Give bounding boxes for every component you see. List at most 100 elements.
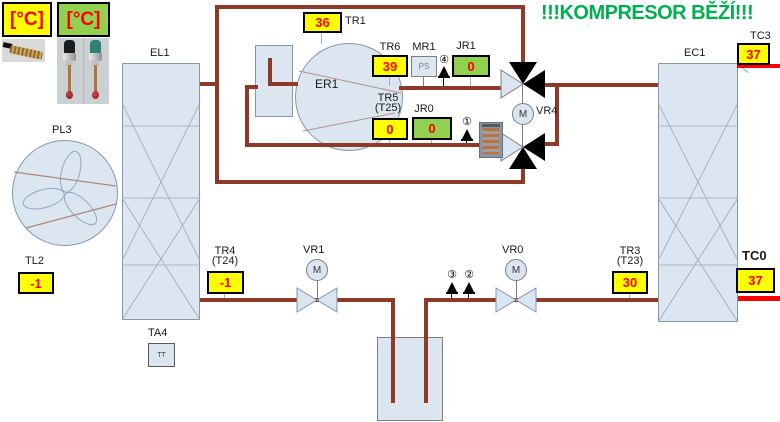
tc0-display: 37 [736,268,775,293]
mr1-label: MR1 [412,41,436,53]
tl2-display: -1 [18,272,54,294]
er1-scroll-lines [298,70,402,132]
hot-line-tc0 [738,296,780,301]
tr4-label-tag: TR4 [214,245,236,257]
vr0-label: VR0 [502,244,524,256]
vr0-motor[interactable]: M [505,259,527,281]
tr3-label: TR3 (T23) [610,245,650,267]
ec1-label: EC1 [684,47,706,59]
check-valve-3-stem [451,294,452,298]
el1-pattern [121,102,201,321]
check-valve-4-number: ④ [439,54,449,66]
check-valve-4-stem [443,78,444,86]
check-valve-4-base [438,76,450,78]
ec1-pattern [657,102,739,323]
pipe-tank-right-drop [424,298,428,403]
tr1-lead [321,33,322,44]
mr1-pressure-switch: PS [411,56,437,77]
jr0-lead [431,140,432,144]
tr5-label: TR5 (T25) [368,93,408,114]
pipe-vr4-bypass-stub [540,142,559,146]
mr1-lead [423,77,424,86]
er1-label: ER1 [315,77,339,91]
vr1-valve-icon[interactable] [296,287,338,313]
pl3-label: PL3 [52,124,72,136]
sensor-photo-immersion-probes [57,38,109,104]
pipe-left-riser [215,5,219,184]
jr1-label: JR1 [456,40,476,52]
tc3-label: TC3 [750,30,771,42]
check-valve-2-number: ② [464,269,474,281]
check-valve-3-base [446,292,458,294]
condenser-ec1-block [658,63,738,322]
evaporator-el1-block [122,63,200,320]
check-valve-2-base [463,292,475,294]
sensor-photo-brass-probe [2,39,45,62]
tr4-label-sub: (T24) [211,255,239,267]
tl2-label: TL2 [25,255,44,267]
tr5-lead [389,140,390,144]
legend-green-unit: [°C] [57,2,110,37]
tr1-display: 36 [303,12,342,33]
pipe-separator-to-er1 [268,82,298,86]
filter-device-photo [479,122,503,158]
check-valve-3-icon [447,282,457,292]
tc3-display: 37 [737,43,770,65]
check-valve-3-number: ③ [447,269,457,281]
jr1-display: 0 [452,55,490,77]
tr4-display: -1 [207,271,244,294]
jr1-lead [470,77,471,86]
water-tank [377,337,443,421]
separator-vessel [255,45,293,117]
tr5-display: 0 [372,118,408,140]
tc0-label: TC0 [742,248,767,263]
tr6-display: 39 [372,55,408,77]
pipe-dip-tube [268,58,272,86]
check-valve-1-number: ① [462,116,472,128]
fan-pl3 [12,140,118,246]
check-valve-2-stem [468,294,469,298]
tr6-lead [389,77,390,86]
tr3-display: 30 [612,271,648,294]
tr4-lead [224,294,225,299]
vr4-motor[interactable]: M [512,103,534,125]
ta4-sensor-box: TT [148,343,175,367]
pipe-valve-top-drop [521,5,525,64]
hot-line-tc3 [737,64,780,68]
pipe-separator-inlet [245,85,258,89]
check-valve-2-icon [464,282,474,292]
legend-yellow-unit: [°C] [2,2,52,37]
vr1-label: VR1 [303,244,325,256]
vr4-top-three-way-valve-icon[interactable] [500,62,545,102]
vr1-motor[interactable]: M [306,259,328,281]
pipe-vr4-bypass-riser [555,83,559,146]
check-valve-4-icon [439,66,449,76]
vr4-label: VR4 [536,105,558,117]
tr3-lead [629,294,630,299]
vr4-bottom-three-way-valve-icon[interactable] [500,129,545,169]
tr3-label-sub: (T23) [616,255,644,267]
check-valve-1-stem [466,141,467,143]
check-valve-1-icon [462,129,472,139]
vr0-stem [516,270,517,300]
ta4-label: TA4 [148,327,168,339]
jr0-label: JR0 [414,103,434,115]
vr0-valve-icon[interactable] [495,287,537,313]
vr1-stem [317,270,318,300]
pipe-bottom-outer-run [215,180,525,184]
pipe-suction-line [245,143,506,147]
tr6-label: TR6 [379,41,401,53]
fan-blades [13,150,117,229]
tr3-label-tag: TR3 [619,245,641,257]
pipe-valve-bottom-drop [521,167,525,184]
pipe-el1-connector [200,82,217,86]
pipe-suction-elbow [245,85,249,147]
pipe-top-run [215,5,525,9]
pipe-water-right-run [424,298,658,302]
pipe-to-ec1 [540,83,658,87]
tr4-label: TR4 (T24) [205,245,245,267]
pipe-tank-left-drop [391,298,395,403]
pipe-discharge-line [399,86,506,90]
compressor-running-banner: !!!KOMPRESOR BĚŽÍ!!! [541,2,754,24]
